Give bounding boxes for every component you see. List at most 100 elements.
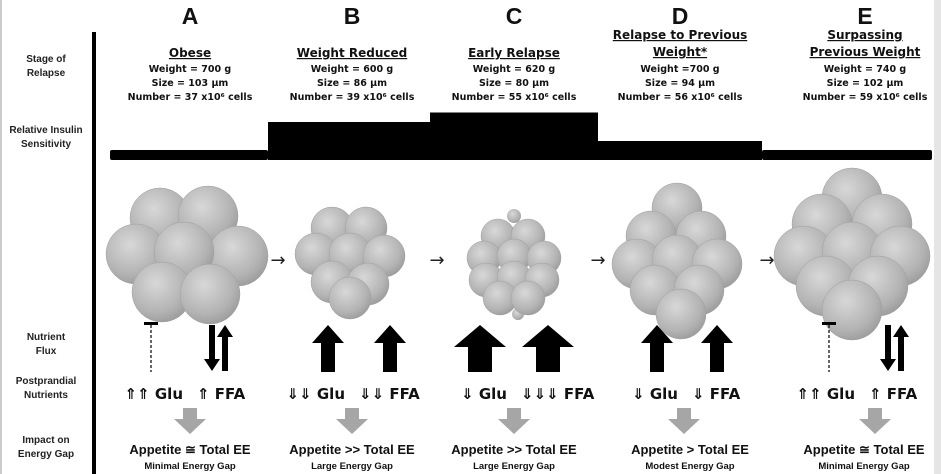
stage-title: Early Relapse xyxy=(468,46,560,60)
stage-title: Surpassing xyxy=(827,28,902,42)
appetite-vs-ee: Appetite > Total EE xyxy=(631,442,749,457)
adipocyte xyxy=(821,279,883,341)
small-adipocyte xyxy=(507,209,521,223)
gray-down-arrow-icon xyxy=(498,408,530,434)
row-label-divider xyxy=(92,32,96,474)
appetite-vs-ee: Appetite >> Total EE xyxy=(289,442,415,457)
insulin-sensitivity-bar xyxy=(598,141,762,160)
weight-value: Weight =700 g xyxy=(640,64,719,75)
insulin-sensitivity-bar xyxy=(430,112,598,160)
adipocyte xyxy=(655,288,707,340)
weight-value: Weight = 740 g xyxy=(824,64,906,75)
left-border xyxy=(0,0,2,474)
up-arrow-icon xyxy=(217,325,233,371)
stage-title: Weight* xyxy=(653,45,708,59)
ffa-level: ⇑ FFA xyxy=(197,385,246,403)
adipocyte-cluster xyxy=(611,182,743,340)
weight-value: Weight = 620 g xyxy=(473,64,555,75)
size-value: Size = 80 µm xyxy=(479,78,549,89)
progression-arrow-icon: → xyxy=(759,250,774,271)
appetite-vs-ee: Appetite ≅ Total EE xyxy=(803,442,924,457)
stage-letter: E xyxy=(857,3,872,29)
progression-arrow-icon: → xyxy=(590,250,605,271)
stage-letter: C xyxy=(506,3,523,29)
ffa-level: ⇓⇓ FFA xyxy=(359,385,420,403)
up-flux-arrow-icon xyxy=(374,325,406,372)
stage-letter: A xyxy=(182,3,199,29)
up-arrow-icon xyxy=(893,325,909,371)
nutrient-flux-arrows xyxy=(454,325,574,372)
weight-value: Weight = 600 g xyxy=(311,64,393,75)
glucose-level: ⇓ Glu xyxy=(461,385,507,403)
adipocyte-cluster xyxy=(773,167,931,341)
stage-letter: B xyxy=(344,3,361,29)
row-label: Impact on xyxy=(22,435,69,446)
nutrient-flux-arrows xyxy=(144,322,233,372)
number-value: Number = 59 x10⁶ cells xyxy=(803,92,928,103)
insulin-sensitivity-bar xyxy=(762,150,932,160)
number-value: Number = 56 x10⁶ cells xyxy=(618,92,743,103)
row-label: Relapse xyxy=(27,68,66,79)
nutrient-flux-arrows xyxy=(822,322,909,372)
right-border xyxy=(934,0,941,474)
glucose-level: ⇓ Glu xyxy=(632,385,678,403)
up-flux-arrow-icon xyxy=(312,325,344,372)
nutrient-flux-arrows xyxy=(312,325,406,372)
number-value: Number = 39 x10⁶ cells xyxy=(290,92,415,103)
ffa-level: ⇓ FFA xyxy=(692,385,741,403)
adipocyte xyxy=(510,280,546,316)
size-value: Size = 86 µm xyxy=(317,78,387,89)
glucose-level: ⇓⇓ Glu xyxy=(287,385,346,403)
adipocyte xyxy=(328,276,372,320)
up-flux-arrow-icon xyxy=(701,325,733,372)
progression-arrow-icon: → xyxy=(429,250,444,271)
down-arrow-icon xyxy=(204,325,220,371)
row-label: Flux xyxy=(36,346,57,357)
ffa-level: ⇑ FFA xyxy=(869,385,918,403)
adipocyte-cluster xyxy=(466,209,562,320)
adipocyte-cluster xyxy=(105,185,269,325)
row-label: Nutrients xyxy=(24,390,68,401)
stage-title: Relapse to Previous xyxy=(613,28,748,42)
inhibition-bar-icon xyxy=(144,322,158,325)
gray-down-arrow-icon xyxy=(859,408,891,434)
gray-down-arrow-icon xyxy=(174,408,206,434)
energy-gap-label: Minimal Energy Gap xyxy=(144,461,236,472)
size-value: Size = 102 µm xyxy=(827,78,904,89)
stage-title: Previous Weight xyxy=(810,45,921,59)
stage-title: Obese xyxy=(169,46,211,60)
energy-gap-label: Large Energy Gap xyxy=(473,461,555,472)
row-label: Sensitivity xyxy=(21,139,71,150)
down-arrow-icon xyxy=(880,325,896,371)
insulin-sensitivity-bar xyxy=(268,122,430,160)
adipocyte xyxy=(179,263,241,325)
nutrient-flux-arrows xyxy=(641,325,733,372)
weight-value: Weight = 700 g xyxy=(149,64,231,75)
adipocyte-cluster xyxy=(294,206,406,320)
up-flux-arrow-icon xyxy=(454,325,506,372)
size-value: Size = 94 µm xyxy=(645,78,715,89)
inhibition-bar-icon xyxy=(822,322,836,325)
stage-letter: D xyxy=(672,3,689,29)
progression-arrow-icon: → xyxy=(270,250,285,271)
row-label: Energy Gap xyxy=(18,449,74,460)
number-value: Number = 55 x10⁶ cells xyxy=(452,92,577,103)
glucose-level: ⇑⇑ Glu xyxy=(797,385,856,403)
ffa-level: ⇓⇓⇓ FFA xyxy=(521,385,595,403)
row-label: Nutrient xyxy=(27,332,66,343)
glucose-level: ⇑⇑ Glu xyxy=(125,385,184,403)
appetite-vs-ee: Appetite >> Total EE xyxy=(451,442,577,457)
size-value: Size = 103 µm xyxy=(152,78,229,89)
energy-gap-label: Modest Energy Gap xyxy=(645,461,734,472)
number-value: Number = 37 x10⁶ cells xyxy=(128,92,253,103)
row-label: Postprandial xyxy=(16,376,77,387)
energy-gap-label: Minimal Energy Gap xyxy=(818,461,910,472)
energy-gap-label: Large Energy Gap xyxy=(311,461,393,472)
